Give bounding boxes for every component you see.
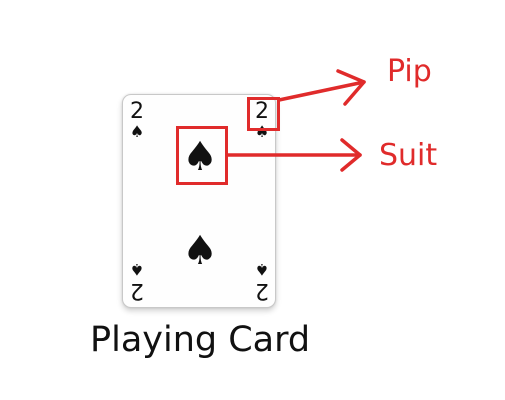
suit-arrow-head (340, 138, 362, 172)
suit-label: Suit (379, 138, 438, 173)
caption: Playing Card (90, 320, 311, 360)
top-left-rank: 2 (130, 99, 144, 124)
top-left-spade-icon: ♠ (129, 122, 145, 141)
top-center-spade-icon: ♠ (182, 134, 218, 180)
pip-arrow-head (336, 69, 366, 106)
top-right-rank: 2 (255, 99, 269, 124)
pip-highlight-box (247, 97, 280, 131)
bottom-center-spade-icon: ♠ (182, 228, 218, 274)
top-right-spade-icon: ♠ (254, 122, 270, 141)
pip-arrow-line (277, 80, 366, 102)
pip-label: Pip (387, 54, 432, 89)
